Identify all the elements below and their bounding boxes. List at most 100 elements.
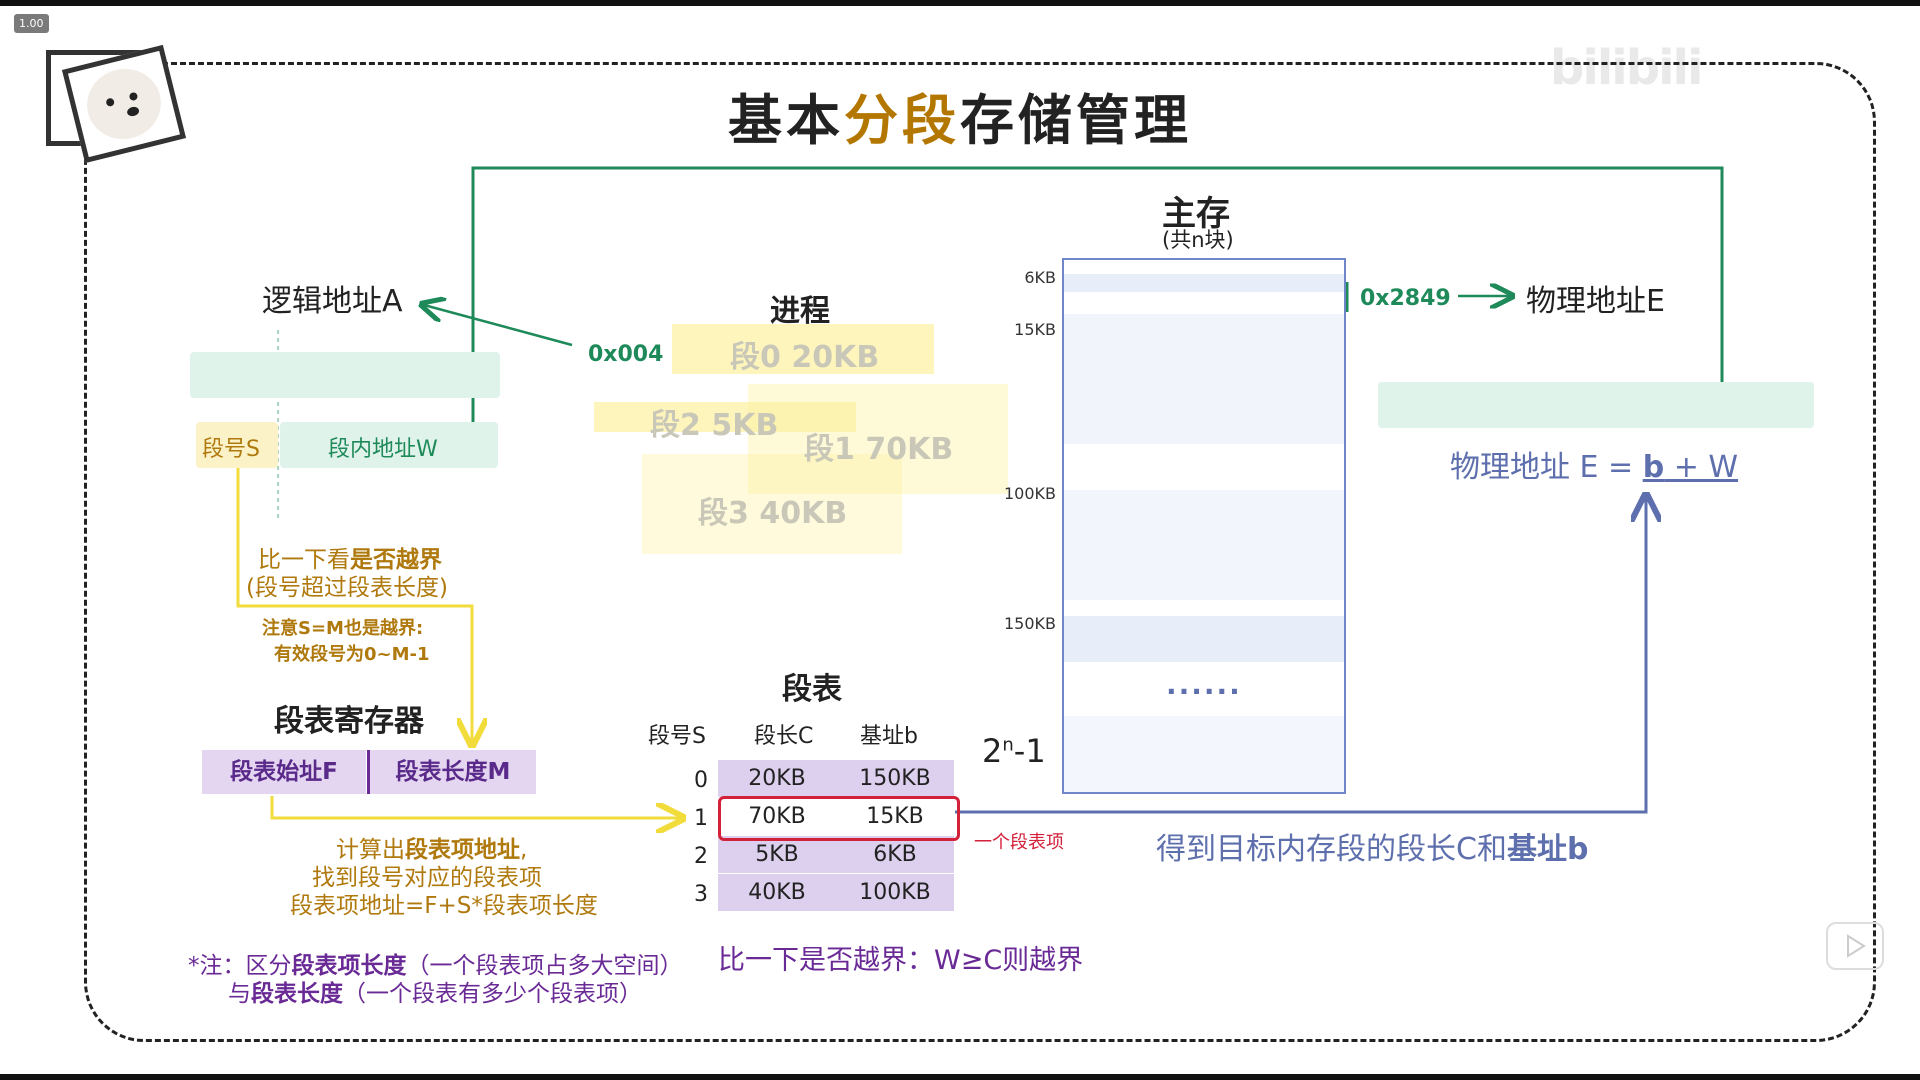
yellow-check-line — [236, 465, 472, 742]
segtable-cell-c: 5KB — [718, 836, 836, 873]
compute-line-3: 段表项地址=F+S*段表项长度 — [290, 893, 598, 919]
segtable-header-s: 段号S — [648, 724, 706, 749]
check-line-2: (段号超过段表长度) — [246, 575, 448, 601]
top-bar — [0, 0, 1920, 6]
physical-address-label: 物理地址E — [1526, 284, 1665, 319]
segtable-highlight-box — [718, 796, 960, 841]
segment-block — [642, 454, 902, 554]
mem-addr-label: 6KB — [1024, 268, 1056, 287]
segtable-cell-b: 6KB — [836, 836, 954, 873]
bottom-bar — [0, 1074, 1920, 1080]
physical-hex: 0x2849 — [1360, 286, 1451, 311]
compute-line-1: 计算出段表项地址, — [336, 830, 527, 864]
note-line-2: 与段表长度（一个段表有多少个段表项） — [228, 974, 642, 1008]
register-title: 段表寄存器 — [274, 704, 424, 739]
mem-addr-label: 15KB — [1014, 320, 1056, 339]
formula-prefix: 物理地址 E = — [1450, 450, 1643, 485]
title-highlight: 分段 — [844, 89, 960, 152]
physical-strip — [1378, 382, 1814, 428]
blue-result-line — [955, 498, 1646, 814]
register-length: 段表长度M — [370, 750, 536, 794]
mem-addr-label: 150KB — [1003, 614, 1056, 633]
hex-arrow — [424, 305, 573, 347]
register-start: 段表始址F — [202, 750, 366, 794]
memory-block — [1064, 274, 1344, 292]
note-line-1: *注：区分段表项长度（一个段表项占多大空间） — [188, 946, 683, 980]
mem-last-exp: n — [1002, 734, 1014, 756]
title-part: 存储管理 — [960, 89, 1192, 152]
segtable-cell-b: 100KB — [836, 874, 954, 911]
segtable-cell-b: 150KB — [836, 760, 954, 797]
slide-frame — [84, 62, 1876, 1042]
segtable-cell-c: 20KB — [718, 760, 836, 797]
segtable-entry-label: 一个段表项 — [974, 832, 1064, 853]
segment-block — [672, 324, 934, 374]
offset-label: 段内地址W — [328, 437, 438, 462]
mem-last-suffix: -1 — [1013, 732, 1046, 770]
process-label: 进程 — [770, 294, 830, 329]
compute-text-bold: 段表项地址 — [405, 837, 520, 863]
segtable-cell-c: 70KB — [718, 798, 836, 835]
check-note-2: 有效段号为0~M-1 — [274, 644, 430, 665]
formula-rest: + W — [1664, 450, 1739, 485]
segment-0-label: 段0 20KB — [730, 340, 880, 375]
memory-block — [1064, 716, 1344, 792]
mem-last-address: 2n-1 — [982, 732, 1046, 770]
result-text-bold: 基址b — [1506, 832, 1589, 867]
title-part: 基本 — [728, 89, 844, 152]
logical-address-label: 逻辑地址A — [262, 284, 403, 319]
segtable-row-index: 1 — [694, 806, 708, 831]
memory-block — [1064, 490, 1344, 600]
green-loop-line — [471, 166, 1722, 435]
playback-speed-badge[interactable]: 1.00 — [14, 14, 49, 33]
memory-block — [1064, 314, 1344, 444]
offset-box — [280, 422, 498, 468]
memory-ellipsis: ...... — [1166, 668, 1242, 701]
formula-b: b — [1642, 450, 1665, 485]
check-line-1: 比一下看是否越界 — [258, 540, 442, 574]
note-text-bold: 段表项长度 — [291, 953, 407, 979]
check-text: 比一下看 — [258, 547, 350, 573]
seg-no-label: 段号S — [202, 437, 260, 462]
memory-subtitle: (共n块) — [1162, 228, 1234, 252]
result-text: 得到目标内存段的段长C和基址b — [1156, 824, 1588, 868]
note-text: *注：区分 — [188, 953, 292, 979]
compute-text: , — [520, 837, 528, 863]
yellow-compute-line — [270, 796, 680, 818]
segment-3-label: 段3 40KB — [698, 496, 848, 531]
register-divider — [367, 750, 370, 794]
note-text: 与 — [228, 981, 251, 1007]
segtable-header-c: 段长C — [754, 724, 814, 749]
segment-block — [748, 384, 1008, 494]
logical-hex: 0x004 — [588, 342, 664, 367]
segtable-row-index: 0 — [694, 768, 708, 793]
segtable-cell-c: 40KB — [718, 874, 836, 911]
segtable-title: 段表 — [782, 672, 842, 707]
segtable-row-index: 3 — [694, 882, 708, 907]
note-text-bold: 段表长度 — [251, 981, 343, 1007]
note-text: （一个段表项占多大空间） — [406, 953, 683, 979]
check-text-bold: 是否越界 — [350, 547, 442, 573]
check-note-1: 注意S=M也是越界: — [262, 618, 424, 639]
memory-block — [1064, 616, 1344, 662]
segment-2-label: 段2 5KB — [650, 408, 779, 443]
mem-addr-label: 100KB — [1003, 484, 1056, 503]
segment-1-label: 段1 70KB — [804, 432, 954, 467]
segtable-row-index: 2 — [694, 844, 708, 869]
bound-check-text: 比一下是否越界：W≥C则越界 — [718, 945, 1084, 976]
logical-strip-top — [190, 352, 500, 398]
mem-last-base: 2 — [982, 732, 1003, 770]
result-text-plain: 得到目标内存段的段长C和 — [1156, 832, 1507, 867]
physical-formula: 物理地址 E = b + W — [1450, 442, 1738, 486]
play-icon[interactable] — [1826, 922, 1884, 970]
segment-block — [594, 402, 856, 432]
segtable-header-b: 基址b — [860, 724, 918, 749]
memory-title: 主存 — [1162, 194, 1230, 234]
seg-no-box — [196, 422, 278, 468]
segtable-cell-b: 15KB — [836, 798, 954, 835]
compute-text: 计算出 — [336, 837, 405, 863]
page-title: 基本分段存储管理 — [0, 76, 1920, 155]
note-text: （一个段表有多少个段表项） — [343, 981, 642, 1007]
compute-line-2: 找到段号对应的段表项 — [312, 865, 542, 891]
